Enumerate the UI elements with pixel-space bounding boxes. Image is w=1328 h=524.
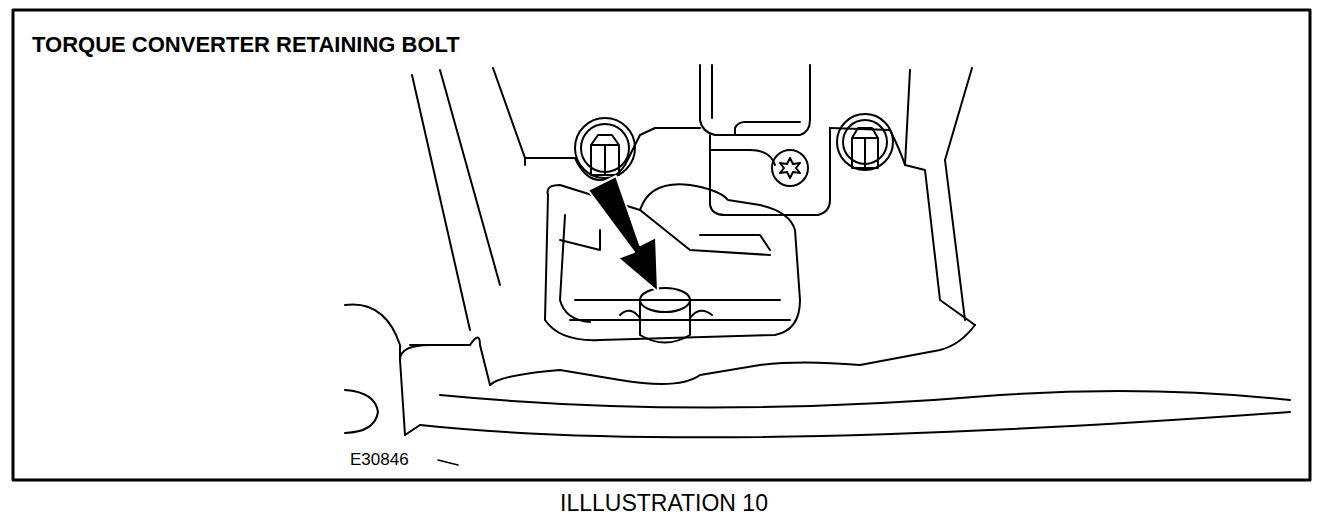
pocket-rib bbox=[575, 299, 780, 301]
flange-bolt bbox=[591, 135, 619, 175]
bracket bbox=[710, 128, 830, 215]
retaining-bolt bbox=[640, 300, 690, 343]
figure-title: TORQUE CONVERTER RETAINING BOLT bbox=[32, 32, 460, 58]
figure-code: E30846 bbox=[350, 450, 409, 470]
transmission-case bbox=[420, 412, 1290, 437]
bracket bbox=[700, 65, 810, 135]
bracket bbox=[712, 65, 800, 135]
transmission-case bbox=[345, 305, 975, 386]
transmission-case bbox=[345, 390, 378, 433]
housing-line bbox=[440, 70, 500, 285]
pocket-rib bbox=[640, 210, 770, 255]
flange-bolt bbox=[852, 128, 878, 168]
bracket bbox=[710, 150, 775, 165]
frame bbox=[13, 10, 1310, 480]
housing-line bbox=[905, 70, 910, 165]
torx-bolt bbox=[780, 158, 800, 178]
pointer-arrow bbox=[588, 176, 658, 292]
retaining-bolt bbox=[640, 288, 690, 312]
transmission-case bbox=[405, 425, 420, 435]
flange-bolt bbox=[837, 114, 893, 170]
housing-line bbox=[945, 68, 972, 320]
transmission-case bbox=[410, 344, 470, 346]
figure-caption: ILLLUSTRATION 10 bbox=[0, 490, 1328, 517]
housing-line bbox=[493, 68, 525, 165]
pocket-rib bbox=[570, 319, 790, 321]
pocket-rib bbox=[560, 230, 600, 250]
bolt-boss bbox=[620, 311, 712, 318]
flange-outline bbox=[525, 128, 700, 180]
housing-line bbox=[412, 75, 470, 330]
flange-bolt bbox=[575, 118, 635, 178]
bolt-pocket bbox=[545, 184, 800, 340]
torx-bolt bbox=[772, 150, 808, 186]
transmission-case bbox=[400, 360, 405, 435]
transmission-case bbox=[440, 391, 1290, 408]
pocket-rib bbox=[560, 215, 590, 322]
pocket-rib bbox=[700, 235, 770, 250]
leader-line bbox=[438, 460, 458, 465]
